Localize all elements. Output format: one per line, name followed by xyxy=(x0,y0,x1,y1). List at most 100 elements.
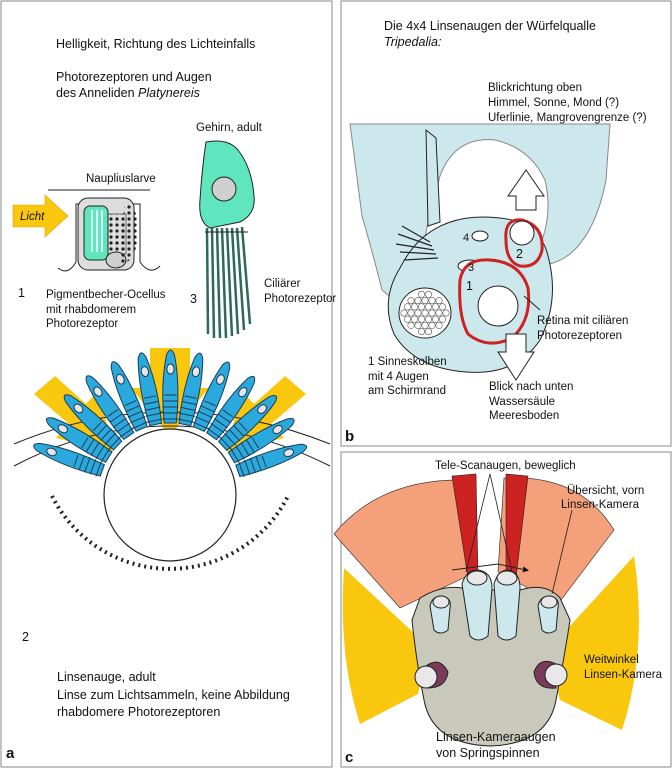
lens-eye-label-2: Linse zum Lichtsammeln, keine Abbildung xyxy=(57,688,290,702)
photoreceptor-cell xyxy=(63,394,123,451)
statolith-cell xyxy=(417,290,425,298)
lens-eye-label-1: Linsenauge, adult xyxy=(57,670,156,684)
label-number-3: 3 xyxy=(190,292,197,306)
photoreceptor-cell xyxy=(177,352,204,427)
photoreceptor-cell xyxy=(110,361,148,432)
statolith-cell xyxy=(431,315,439,323)
statolith-cell xyxy=(400,309,408,317)
statolith-cell xyxy=(407,297,415,305)
photoreceptor-cell xyxy=(33,442,106,477)
statolith-cell xyxy=(435,321,443,329)
panel-c-letter: c xyxy=(345,749,353,766)
view-up-arrow xyxy=(507,169,545,211)
subheading-prefix: des Anneliden xyxy=(56,86,138,100)
panel-a: Helligkeit, Richtung des Lichteinfalls P… xyxy=(0,0,336,768)
wide-angle-field-left xyxy=(342,568,430,724)
eye-number-2: 2 xyxy=(516,247,523,261)
rhopalium-label-2: mit 4 Augen xyxy=(368,371,429,383)
posterior-eye-right xyxy=(533,660,568,689)
statolith-cell xyxy=(414,309,422,317)
statolith-cell xyxy=(435,309,443,317)
statolith-cell xyxy=(428,309,436,317)
statolith-cell xyxy=(407,309,415,317)
panel-a-heading: Helligkeit, Richtung des Lichteinfalls xyxy=(56,37,255,51)
panel-b: Die 4x4 Linsenaugen der Würfelqualle Tri… xyxy=(340,0,672,447)
statolith-cell xyxy=(410,303,418,311)
photoreceptor-cell xyxy=(45,417,113,463)
light-label: Licht xyxy=(20,211,45,223)
overview-label-1: Übersicht, vorn xyxy=(567,485,644,497)
statolith-cell xyxy=(424,303,432,311)
ocellus-label-1: Pigmentbecher-Ocellus xyxy=(46,289,166,301)
anterior-lateral-eye-right xyxy=(537,595,559,634)
statolith-cell xyxy=(438,315,446,323)
photoreceptor-cell xyxy=(137,352,163,427)
rhabdomeric-photoreceptors xyxy=(33,349,308,478)
anterior-median-eye-right xyxy=(493,569,521,641)
statolith-cell xyxy=(417,303,425,311)
photoreceptor-cell xyxy=(162,349,179,424)
retina-pointer-line xyxy=(523,295,541,311)
statolith-cell xyxy=(428,297,436,305)
eye-number-4: 4 xyxy=(463,232,469,244)
statolith-cell xyxy=(414,297,422,305)
photoreceptor-cell xyxy=(85,375,135,441)
view-up-label-1: Blickrichtung oben xyxy=(488,82,582,94)
eye-number-1: 1 xyxy=(466,279,473,293)
body-wall-inner xyxy=(13,425,331,467)
rhopalium-stalk xyxy=(425,128,441,227)
overview-label-pointer xyxy=(551,509,573,595)
retina-label-1: Retina mit ciliären xyxy=(537,315,628,327)
view-up-label-3: Uferlinie, Mangrovengrenze (?) xyxy=(488,112,647,124)
tele-scan-label: Tele-Scanaugen, beweglich xyxy=(435,460,576,472)
bottom-label-1: Linsen-Kameraaugen xyxy=(436,730,556,744)
statolith-cell xyxy=(417,328,425,336)
slit-eye-4 xyxy=(471,230,489,242)
posterior-eye-left xyxy=(414,661,449,689)
statolith-cell xyxy=(403,315,411,323)
statolith-cell xyxy=(421,309,429,317)
panel-b-title-2: Tripedalia: xyxy=(384,35,441,49)
lens-eye-label-3: rhabdomere Photorezeptoren xyxy=(57,705,220,719)
statolith-cell xyxy=(438,303,446,311)
overview-label-2: Linsen-Kamera xyxy=(561,499,640,511)
statolith-cell xyxy=(421,297,429,305)
panel-c: Tele-Scanaugen, beweglich Übersicht, vor… xyxy=(333,451,672,768)
rhopalium-label-1: 1 Sinneskolben xyxy=(368,356,447,368)
ciliary-label-1: Ciliärer xyxy=(264,278,301,290)
statolith-cell xyxy=(424,328,432,336)
nauplius-larva-label: Naupliuslarve xyxy=(86,173,156,185)
label-number-2: 2 xyxy=(22,630,29,644)
species-name-platynereis: Platynereis xyxy=(138,86,200,100)
panel-b-title-1: Die 4x4 Linsenaugen der Würfelqualle xyxy=(384,19,596,33)
upper-lens-eye xyxy=(504,218,544,268)
rhopalium-label-3: am Schirmrand xyxy=(368,385,446,397)
lens xyxy=(103,428,237,562)
anterior-lateral-eye-left xyxy=(429,595,451,634)
wide-angle-label-1: Weitwinkel xyxy=(584,654,639,666)
light-arrow-small xyxy=(12,194,69,238)
statolith-cell xyxy=(431,303,439,311)
statolith-crystal xyxy=(398,287,452,339)
statolith-cell xyxy=(403,303,411,311)
statolith-cell xyxy=(428,321,436,329)
label-number-1: 1 xyxy=(18,286,25,300)
statolith-cell xyxy=(410,315,418,323)
statolith-cell xyxy=(414,321,422,329)
statolith-cell xyxy=(424,315,432,323)
brain-adult-label: Gehirn, adult xyxy=(196,122,263,134)
pigment-granules xyxy=(50,495,290,571)
bottom-label-2: von Springspinnen xyxy=(436,746,540,760)
statolith-cell xyxy=(435,297,443,305)
photoreceptor-cell xyxy=(206,375,256,441)
view-down-label-3: Meeresboden xyxy=(489,410,559,422)
ciliary-photoreceptor-illustration xyxy=(199,140,255,339)
statolith-cell xyxy=(421,321,429,329)
view-down-arrow xyxy=(497,333,535,381)
scan-movement-arrows xyxy=(451,563,526,570)
tele-label-pointers xyxy=(465,473,513,573)
pigment-cup-ocellus-illustration xyxy=(48,189,161,272)
panel-b-letter: b xyxy=(345,428,354,445)
photoreceptor-cell xyxy=(235,443,308,478)
